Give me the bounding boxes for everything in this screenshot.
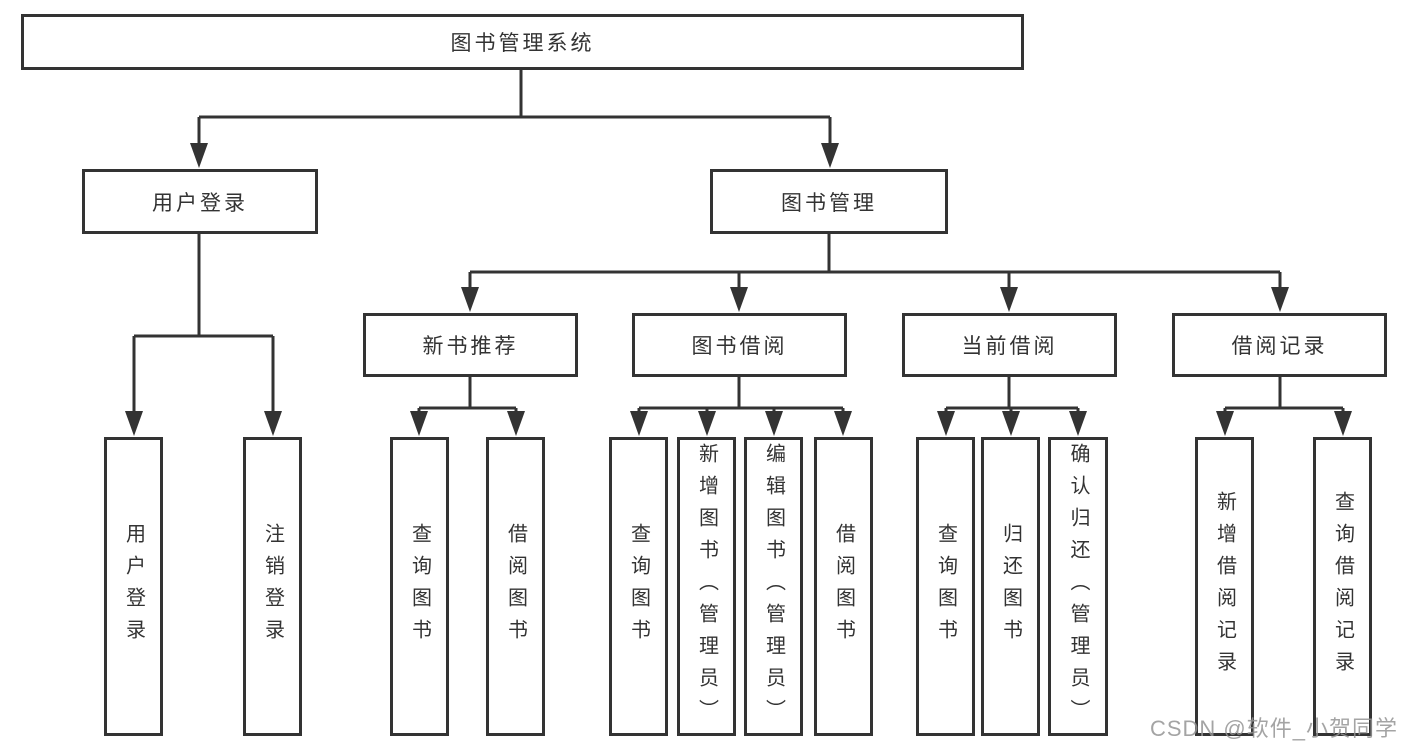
leaf-add-borrow-record: 新增借阅记录	[1195, 437, 1254, 736]
leaf-query-books-borrowing: 查询图书	[609, 437, 668, 736]
leaf-logout: 注销登录	[243, 437, 302, 736]
leaf-label: 查询借阅记录	[1331, 490, 1354, 683]
node-current-borrowing: 当前借阅	[902, 313, 1117, 377]
leaf-borrow-books-recommend: 借阅图书	[486, 437, 545, 736]
leaf-label: 查询图书	[408, 522, 431, 651]
csdn-watermark: CSDN @软件_小贺同学	[1149, 716, 1398, 741]
leaf-label: 借阅图书	[832, 522, 855, 651]
leaf-confirm-return-admin: 确认归还（管理员）	[1048, 437, 1108, 736]
leaf-query-borrow-record: 查询借阅记录	[1313, 437, 1372, 736]
node-borrowing-records: 借阅记录	[1172, 313, 1387, 377]
leaf-label: 注销登录	[261, 522, 284, 651]
leaf-label: 新增图书（管理员）	[695, 442, 718, 731]
leaf-label: 借阅图书	[504, 522, 527, 651]
leaf-edit-book-admin: 编辑图书（管理员）	[744, 437, 803, 736]
node-book-management: 图书管理	[710, 169, 948, 234]
node-library-system: 图书管理系统	[21, 14, 1024, 70]
leaf-add-book-admin: 新增图书（管理员）	[677, 437, 736, 736]
node-user-login: 用户登录	[82, 169, 318, 234]
leaf-borrow-books-borrowing: 借阅图书	[814, 437, 873, 736]
leaf-user-login: 用户登录	[104, 437, 163, 736]
node-book-borrowing: 图书借阅	[632, 313, 847, 377]
arrowheads	[125, 143, 1352, 436]
leaf-label: 归还图书	[999, 522, 1022, 651]
leaf-label: 查询图书	[934, 522, 957, 651]
leaf-label: 用户登录	[122, 522, 145, 651]
leaf-query-books-current: 查询图书	[916, 437, 975, 736]
leaf-label: 编辑图书（管理员）	[762, 442, 785, 731]
leaf-return-books: 归还图书	[981, 437, 1040, 736]
node-new-book-recommendation: 新书推荐	[363, 313, 578, 377]
leaf-query-books-recommend: 查询图书	[390, 437, 449, 736]
leaf-label: 查询图书	[627, 522, 650, 651]
leaf-label: 新增借阅记录	[1213, 490, 1236, 683]
leaf-label: 确认归还（管理员）	[1067, 442, 1089, 731]
